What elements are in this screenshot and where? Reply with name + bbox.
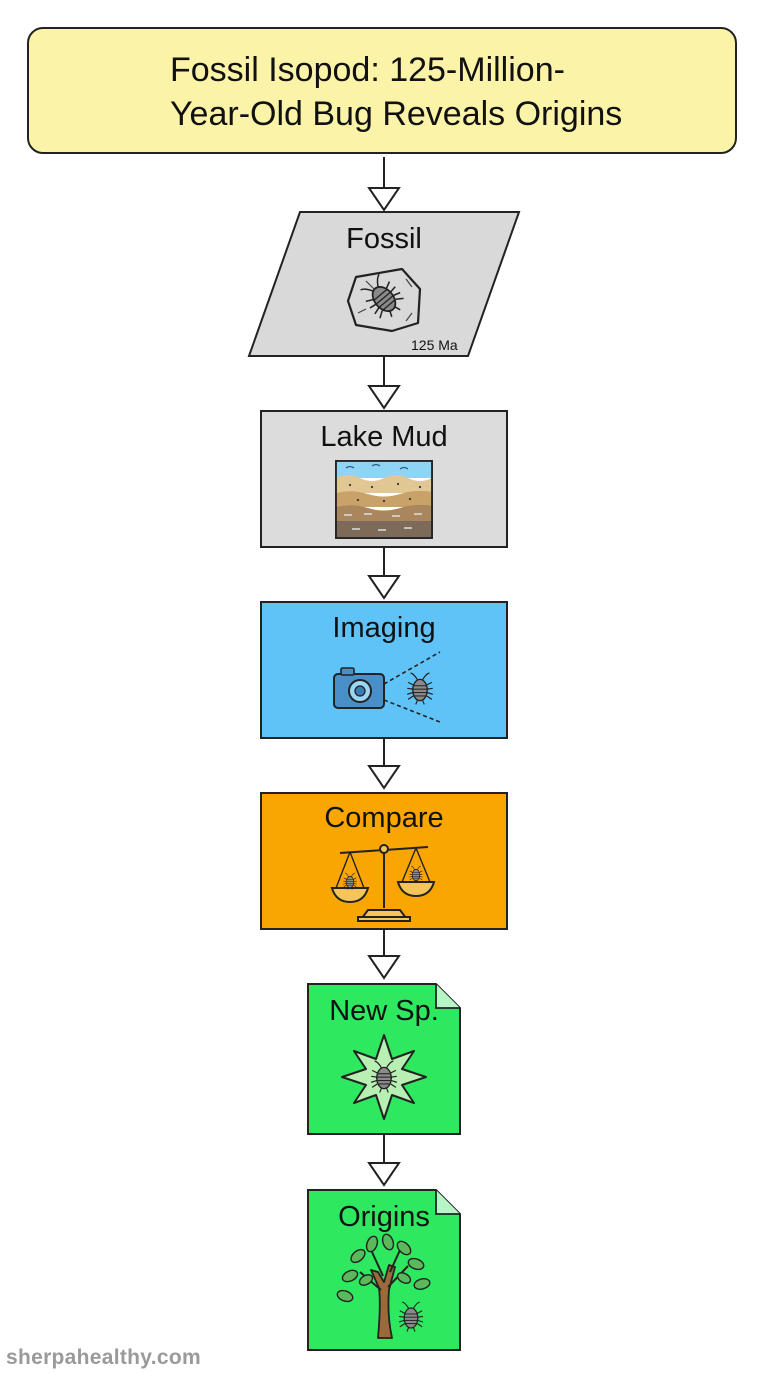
camera-icon: [333, 651, 441, 723]
imaging-shape: [260, 601, 508, 739]
origins-shape: [307, 1189, 461, 1351]
fossil-isopod-icon: [346, 267, 422, 333]
step-label-compare: Compare: [324, 802, 444, 834]
diagram-title: Fossil Isopod: 125-Million- Year-Old Bug…: [170, 48, 730, 136]
watermark: sherpahealthy.com: [6, 1346, 201, 1369]
tree-icon: [336, 1233, 431, 1339]
step-label-imaging: Imaging: [332, 612, 436, 644]
step-label-new-sp: New Sp.: [329, 995, 439, 1027]
title-line-2: Year-Old Bug Reveals Origins: [170, 95, 623, 133]
connector-arrows: [367, 157, 401, 1187]
balance-scale-icon: [330, 844, 436, 922]
step-label-origins: Origins: [338, 1201, 430, 1233]
origins-fold: [435, 1190, 460, 1215]
sediment-layers-icon: [335, 460, 433, 539]
fossil-age-tag: 125 Ma: [411, 337, 458, 353]
title-line-1: Fossil Isopod: 125-Million-: [170, 51, 565, 89]
title-card: [27, 27, 737, 154]
step-label-lake-mud: Lake Mud: [320, 421, 448, 453]
new-sp-fold: [435, 984, 460, 1009]
step-label-fossil: Fossil: [346, 223, 422, 255]
